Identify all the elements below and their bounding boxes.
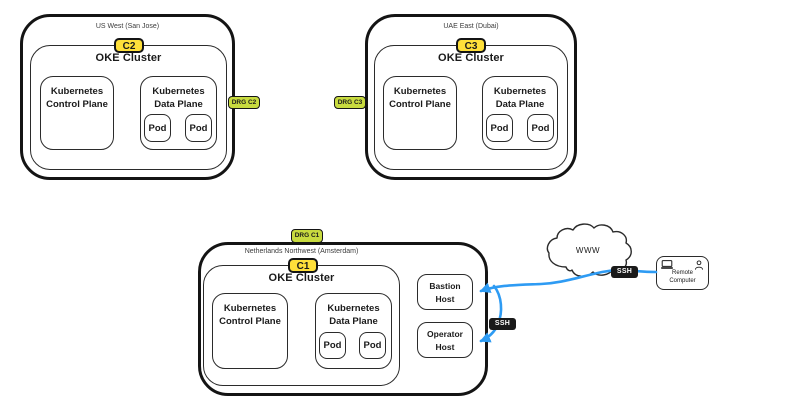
region-label-netherlands-northwest: Netherlands Northwest (Amsterdam) bbox=[244, 248, 359, 255]
operator-host-label: Operator bbox=[427, 329, 463, 339]
data-plane-label: Data Plane bbox=[495, 99, 545, 111]
control-plane-box-c2: Kubernetes Control Plane bbox=[40, 76, 114, 150]
ssh-badge-operator: SSH bbox=[489, 318, 516, 330]
oke-cluster-title-c2: OKE Cluster bbox=[95, 52, 162, 64]
control-plane-box-c1: Kubernetes Control Plane bbox=[212, 293, 288, 369]
pod-box: Pod bbox=[319, 332, 346, 359]
pod-box: Pod bbox=[527, 114, 554, 142]
bastion-host-box: Bastion Host bbox=[417, 274, 473, 310]
cluster-badge-c3: C3 bbox=[456, 38, 486, 53]
data-plane-label: Kubernetes bbox=[152, 86, 205, 97]
drg-badge-c3: DRG C3 bbox=[334, 96, 366, 109]
pod-box: Pod bbox=[359, 332, 386, 359]
data-plane-label: Data Plane bbox=[329, 316, 378, 328]
pod-box: Pod bbox=[185, 114, 212, 142]
data-plane-label: Kubernetes bbox=[327, 303, 380, 314]
region-label-uae-east: UAE East (Dubai) bbox=[443, 23, 499, 30]
control-plane-label: Control Plane bbox=[46, 99, 108, 111]
control-plane-box-c3: Kubernetes Control Plane bbox=[383, 76, 457, 150]
oke-cluster-title-c1: OKE Cluster bbox=[268, 272, 335, 284]
oke-cluster-title-c3: OKE Cluster bbox=[438, 52, 504, 64]
remote-computer-box: Remote Computer bbox=[656, 256, 709, 290]
operator-host-label: Host bbox=[435, 341, 455, 352]
drg-badge-c1: DRG C1 bbox=[291, 229, 323, 243]
ssh-badge-www: SSH bbox=[611, 266, 638, 278]
user-icon bbox=[694, 260, 704, 270]
operator-host-box: Operator Host bbox=[417, 322, 473, 358]
bastion-host-label: Bastion bbox=[429, 281, 461, 291]
laptop-icon bbox=[661, 260, 673, 269]
region-label-us-west: US West (San Jose) bbox=[95, 23, 160, 30]
www-label: WWW bbox=[575, 246, 601, 255]
bastion-host-label: Host bbox=[435, 293, 455, 304]
control-plane-label: Kubernetes bbox=[393, 86, 447, 97]
data-plane-label: Kubernetes bbox=[493, 86, 547, 97]
drg-badge-c2: DRG C2 bbox=[228, 96, 260, 109]
control-plane-label: Kubernetes bbox=[223, 303, 277, 314]
control-plane-label: Control Plane bbox=[219, 316, 281, 328]
remote-computer-label: Remote Computer bbox=[669, 270, 696, 285]
pod-box: Pod bbox=[144, 114, 171, 142]
control-plane-label: Control Plane bbox=[389, 99, 451, 111]
data-plane-label: Data Plane bbox=[154, 99, 203, 111]
cluster-badge-c1: C1 bbox=[288, 258, 318, 273]
control-plane-label: Kubernetes bbox=[50, 86, 104, 97]
pod-box: Pod bbox=[486, 114, 513, 142]
cluster-badge-c2: C2 bbox=[114, 38, 144, 53]
